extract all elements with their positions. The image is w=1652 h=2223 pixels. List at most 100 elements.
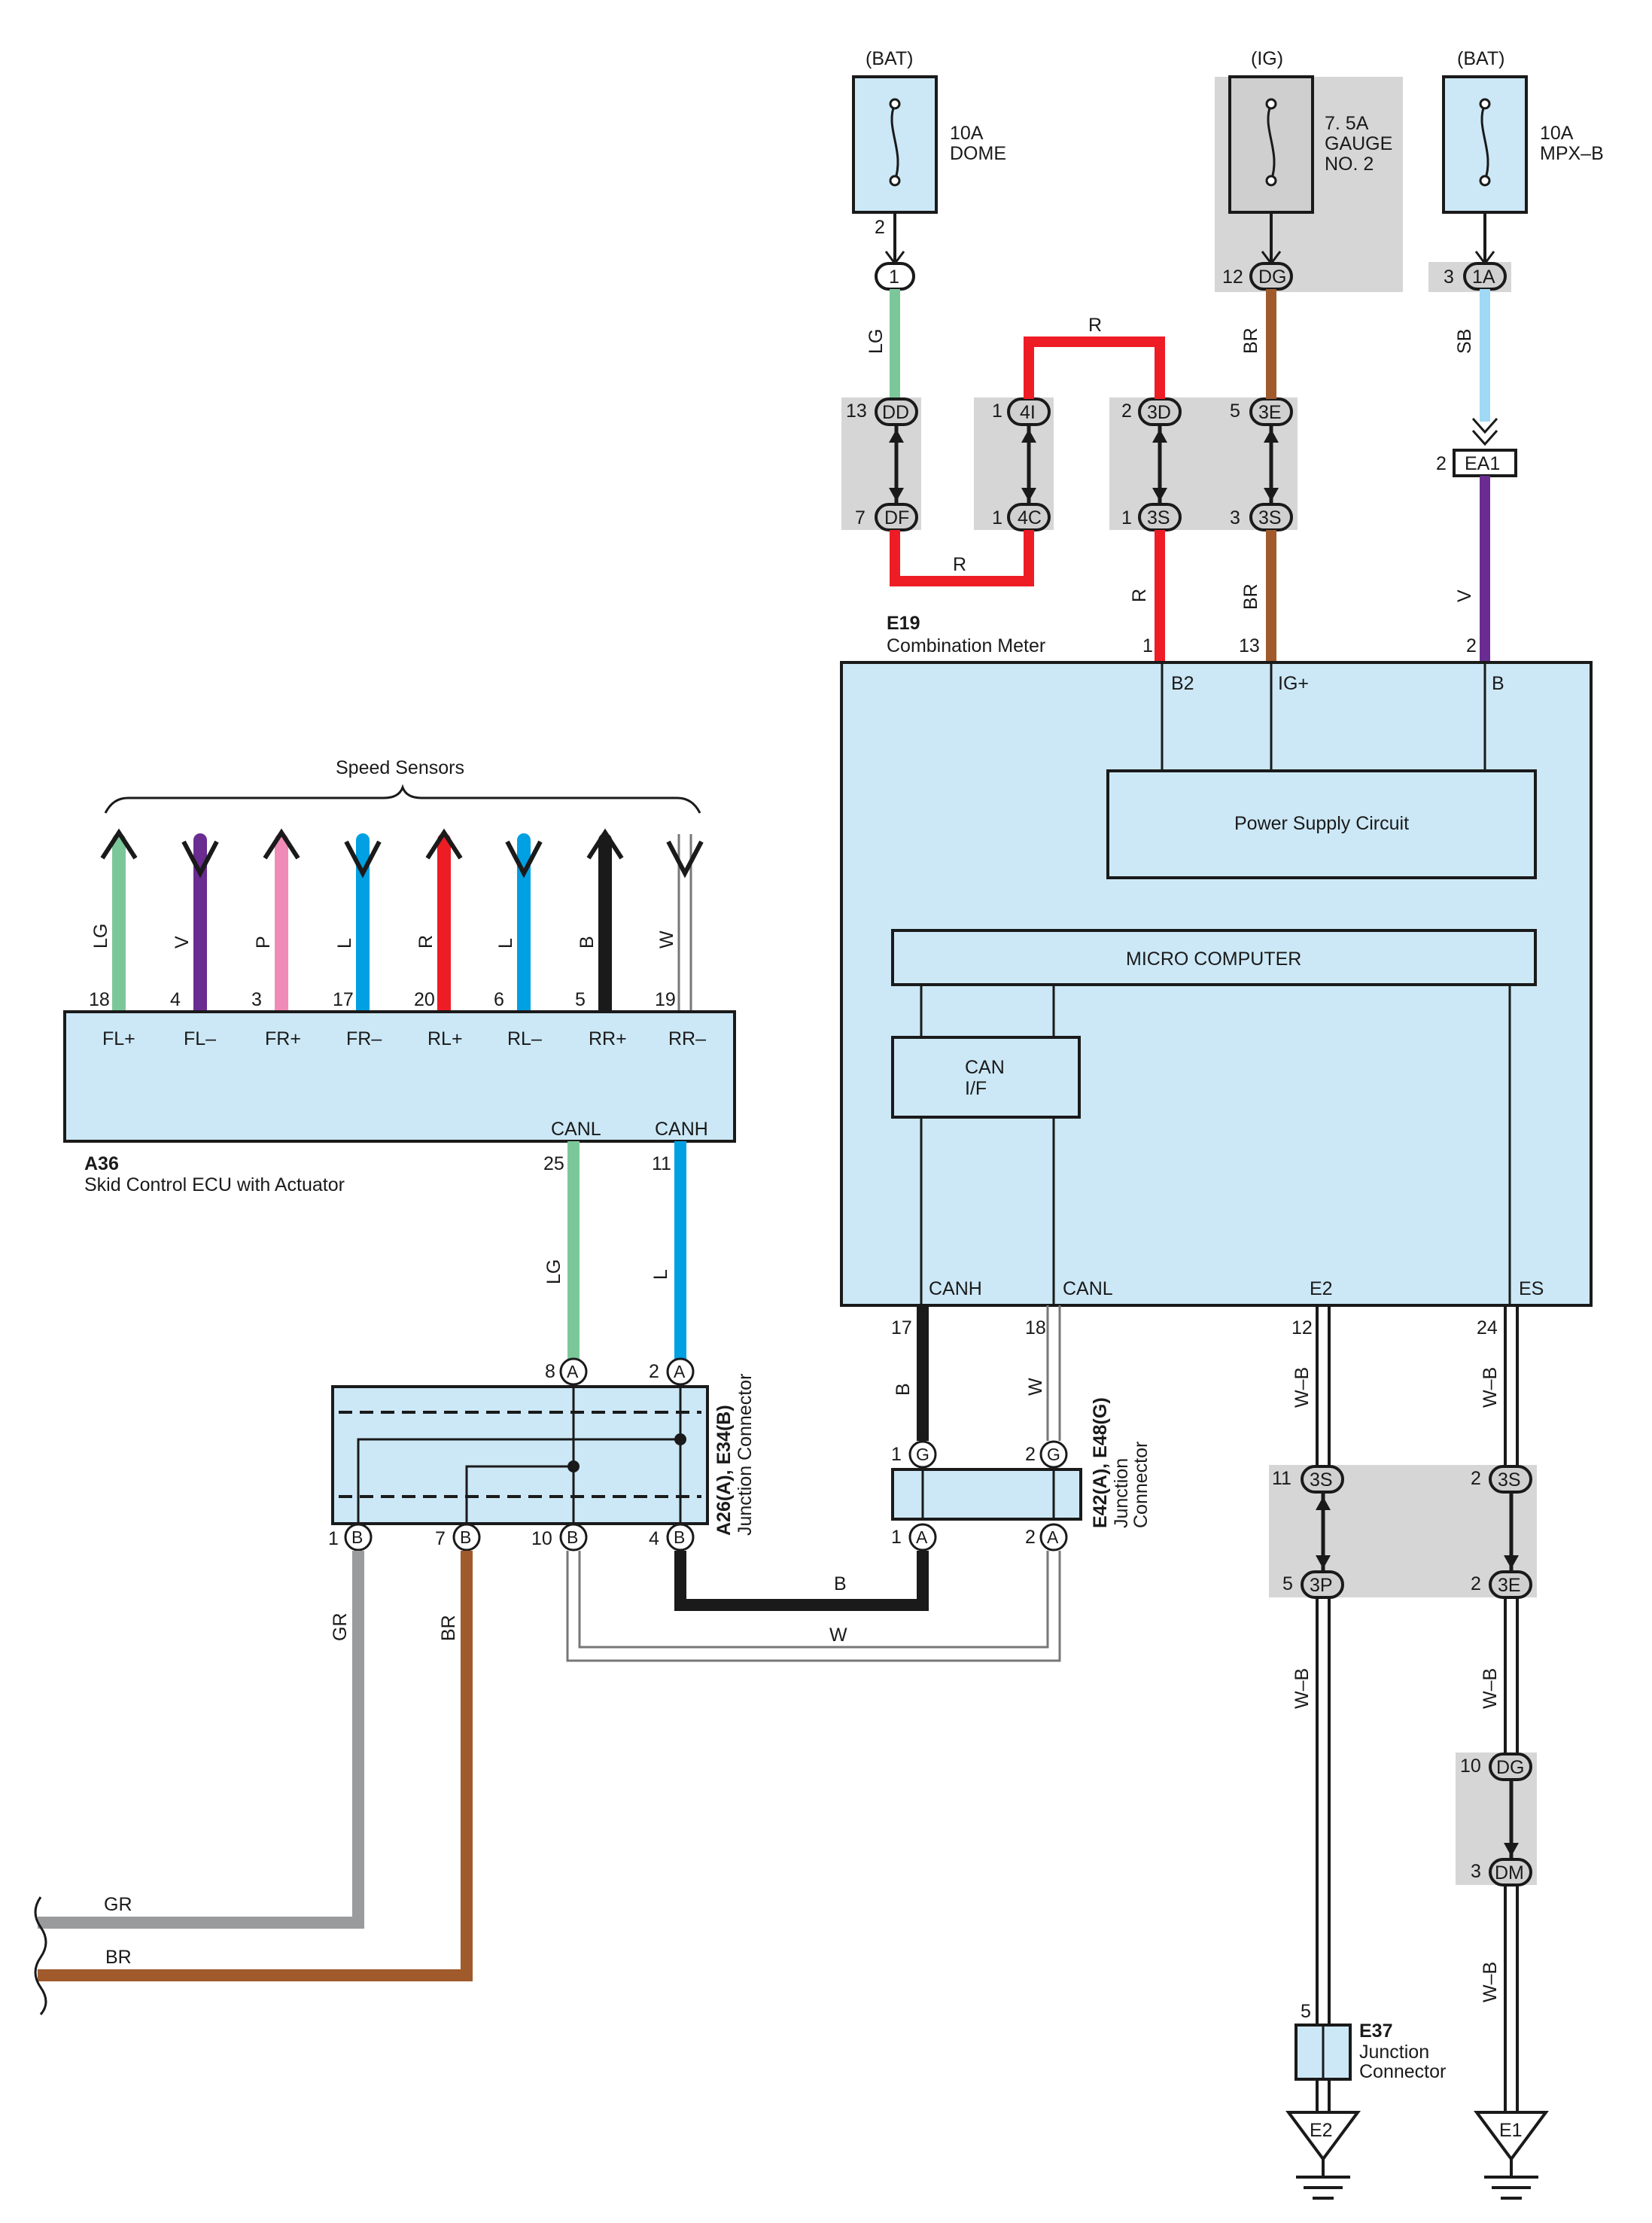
meter-pin-canh: 17 — [891, 1317, 912, 1338]
fuse-mpxb: (BAT) 10A MPX–B 3 — [1442, 48, 1604, 288]
ground-e2: E2 — [1285, 2111, 1361, 2200]
wire-es-wb-label-2: W–B — [1480, 1668, 1501, 1709]
jc1-bot-pin-1: 7 — [435, 1528, 446, 1549]
wire-meter-canh-label: B — [893, 1383, 914, 1396]
meter-term-b2: B2 — [1171, 673, 1194, 694]
fuse-dome-rating: 10A — [950, 123, 984, 144]
conn-3s-es-pin: 2 — [1471, 1468, 1481, 1489]
wire-df-4c-red — [890, 530, 1034, 586]
ecu-pin-1: 4 — [170, 989, 181, 1010]
jc2-bot-label-1: A — [1047, 1527, 1059, 1547]
conn-3p-label: 3P — [1310, 1575, 1333, 1596]
conn-3e-es-label: 3E — [1498, 1575, 1521, 1596]
jc1-bot-pin-0: 1 — [328, 1528, 339, 1549]
ecu-pin-2: 3 — [251, 989, 262, 1010]
jc2-bot-pin-0: 1 — [891, 1527, 902, 1548]
conn-4c-label: 4C — [1018, 507, 1042, 528]
fuse-dome-conn: 1 — [889, 266, 899, 288]
ground-e2-label: E2 — [1310, 2120, 1333, 2141]
meter-micro: MICRO COMPUTER — [1126, 949, 1301, 970]
wire-df-4c-label: R — [953, 554, 966, 575]
sensor-wire-4: R20 — [414, 828, 463, 1019]
wire-jc1-br — [38, 1551, 473, 1981]
connector-pairs-lower: 11 3S 5 3P 2 3S 2 3E 10 DG 3 DM — [1272, 1465, 1532, 1887]
sensor-wire-3: L17 — [333, 833, 382, 1019]
conn-3s-b-pin: 3 — [1230, 507, 1240, 528]
fuse-mpxb-pin: 3 — [1444, 266, 1454, 288]
sensor-wire-label-6: B — [577, 936, 598, 949]
jc2-top-label-1: G — [1047, 1445, 1060, 1464]
wire-4i-3d-red — [1024, 336, 1165, 399]
ecu-code: A36 — [84, 1153, 119, 1174]
wire-jc1-gr — [38, 1551, 364, 1929]
top-connectors: 1 DG 1A — [875, 262, 1507, 291]
fuse-gauge-conn: DG — [1258, 266, 1287, 288]
meter-pin-e2: 12 — [1291, 1317, 1313, 1338]
wire-ea1-b-label: V — [1454, 589, 1475, 602]
fuse-gauge-name2: NO. 2 — [1325, 154, 1374, 175]
ecu-term-5: RL– — [507, 1028, 542, 1049]
sensor-wire-label-7: W — [656, 930, 677, 949]
wire-gr-end-label: GR — [104, 1894, 132, 1915]
jc1-top-pin-0: 8 — [545, 1361, 555, 1382]
jc1-top-label-0: A — [567, 1362, 579, 1381]
conn-3e-label: 3E — [1258, 402, 1282, 423]
sensor-wire-6: B5 — [575, 828, 624, 1019]
conn-ea1-label: EA1 — [1465, 453, 1500, 474]
sensor-wire-7: W19 — [655, 834, 704, 1012]
sensor-wire-label-0: LG — [90, 924, 111, 949]
conn-4c-pin: 1 — [992, 507, 1002, 528]
speed-sensors: Speed Sensors — [104, 757, 701, 814]
ecu-term-6: RR+ — [589, 1028, 627, 1049]
fuse-gauge-rating: 7. 5A — [1325, 113, 1369, 134]
fuse-gauge-source: (IG) — [1251, 48, 1283, 69]
jc2-title: E42(A), E48(G) — [1090, 1397, 1111, 1528]
jc2-top-label-0: G — [916, 1445, 929, 1464]
sensor-wire-label-1: V — [172, 936, 193, 949]
wire-1a-ea1-label: SB — [1454, 329, 1475, 354]
sensor-wire-5: L6 — [494, 833, 543, 1019]
sensor-wire-1: V4 — [170, 833, 219, 1019]
jc2-bot-label-0: A — [916, 1527, 928, 1547]
junction-connector-e42: 1 G 2 G 1 A 2 A E42(A), E48(G) Junction … — [891, 1397, 1152, 1552]
jc1-bot-label-0: B — [351, 1527, 363, 1547]
sensor-wire-2: P3 — [251, 828, 300, 1019]
conn-dg2-pin: 10 — [1460, 1756, 1481, 1777]
meter-can2: I/F — [965, 1078, 987, 1099]
meter-code: E19 — [887, 613, 920, 634]
wire-dome-lg-label: LG — [866, 329, 887, 354]
conn-3s-e2-label: 3S — [1310, 1469, 1333, 1491]
wire-e2-wb-lower — [1316, 1597, 1331, 2025]
wire-break-mark — [34, 1896, 47, 2015]
e37-pin: 5 — [1301, 2001, 1311, 2022]
wire-es-wb-upper — [1504, 1305, 1519, 1480]
meter-term-canh: CANH — [929, 1278, 982, 1299]
jc2-sub1: Junction — [1111, 1458, 1132, 1528]
wire-3s-b2-label: R — [1129, 589, 1150, 602]
conn-3s-e2-pin: 11 — [1272, 1468, 1291, 1489]
wire-ecu-canh-label: L — [650, 1269, 671, 1280]
wire-4i-3d-label: R — [1088, 315, 1102, 336]
meter-pin-b: 2 — [1466, 635, 1477, 656]
conn-3p-pin: 5 — [1282, 1573, 1293, 1594]
sensor-wire-label-2: P — [253, 936, 274, 949]
meter-term-es: ES — [1519, 1278, 1544, 1299]
conn-3s-es-label: 3S — [1498, 1469, 1521, 1491]
wire-e2-wb-upper — [1316, 1305, 1331, 1480]
fuse-dome-pin: 2 — [875, 217, 885, 238]
conn-dd-label: DD — [882, 402, 909, 423]
ecu-pin-6: 5 — [575, 989, 586, 1010]
conn-4i-pin: 1 — [992, 400, 1002, 422]
fuse-mpxb-conn: 1A — [1472, 266, 1495, 288]
sensor-wire-label-5: L — [495, 938, 516, 949]
junction-connector-e37: 5 E37 Junction Connector — [1295, 2001, 1446, 2112]
meter-can1: CAN — [965, 1057, 1005, 1078]
jc1-top-label-1: A — [674, 1362, 686, 1381]
ecu-term-canl: CANL — [551, 1119, 601, 1140]
ecu-name: Skid Control ECU with Actuator — [84, 1174, 345, 1195]
skid-control-ecu: FL+FL–FR+FR–RL+RL–RR+RR– CANL CANH A36 S… — [63, 1010, 736, 1195]
jc2-top-pin-1: 2 — [1025, 1444, 1036, 1465]
meter-pin-b2: 1 — [1142, 635, 1153, 656]
